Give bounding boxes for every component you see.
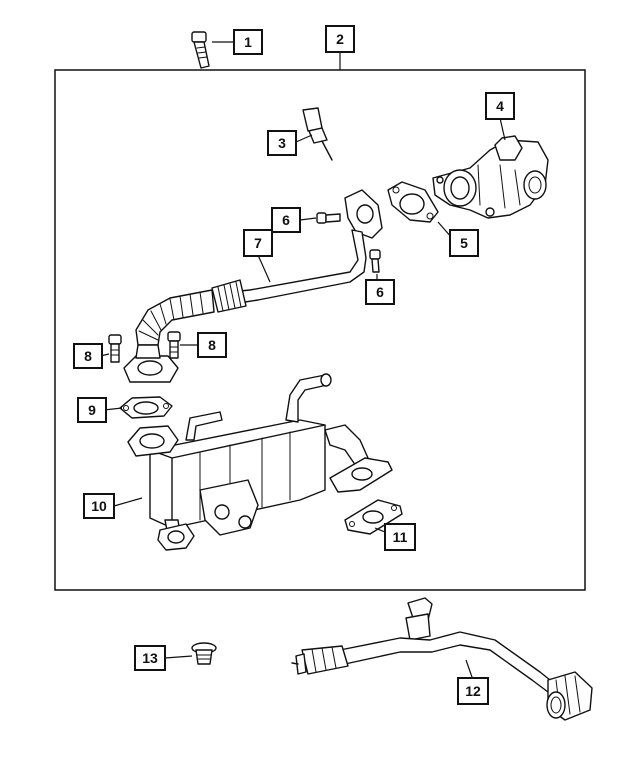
- callout-5-label: 5: [460, 235, 468, 251]
- callout-9-label: 9: [88, 402, 96, 418]
- callout-13: 13: [134, 645, 166, 671]
- callout-1: 1: [233, 29, 263, 55]
- coolant-tube-part-12: [291, 597, 593, 721]
- bolt-part-8-right: [167, 331, 181, 359]
- callout-7-label: 7: [254, 235, 262, 251]
- callout-9: 9: [77, 397, 107, 423]
- gasket-part-11: [344, 499, 403, 535]
- callout-11: 11: [384, 523, 416, 551]
- callout-12-label: 12: [465, 683, 481, 699]
- callout-4: 4: [485, 92, 515, 120]
- callout-6b: 6: [365, 279, 395, 305]
- callout-3-label: 3: [278, 135, 286, 151]
- gasket-part-9: [119, 396, 173, 419]
- callout-13-label: 13: [142, 650, 158, 666]
- callout-11-label: 11: [393, 529, 408, 545]
- bolt-part-1: [191, 31, 210, 69]
- callout-8b: 8: [197, 332, 227, 358]
- egr-tube-part-7: [123, 189, 383, 383]
- plug-part-13: [191, 642, 217, 665]
- bolt-part-6-upper: [316, 212, 341, 224]
- gasket-part-5: [387, 181, 439, 223]
- callout-7: 7: [243, 229, 273, 257]
- callout-8a-label: 8: [84, 348, 92, 364]
- callout-4-label: 4: [496, 98, 504, 114]
- egr-cooler-part-10: [127, 373, 393, 551]
- sensor-part-3: [302, 107, 333, 161]
- callout-8a: 8: [73, 343, 103, 369]
- callout-1-label: 1: [244, 34, 252, 50]
- callout-8b-label: 8: [208, 337, 216, 353]
- callout-5: 5: [449, 229, 479, 257]
- bolt-part-6-lower: [369, 249, 381, 273]
- callout-6b-label: 6: [376, 284, 384, 300]
- leader-lines: [99, 41, 506, 681]
- egr-valve-part-4: [432, 135, 549, 219]
- callout-10-label: 10: [91, 498, 107, 514]
- callout-2: 2: [325, 25, 355, 53]
- callout-12: 12: [457, 677, 489, 705]
- callout-2-label: 2: [336, 31, 344, 47]
- callout-6a: 6: [271, 207, 301, 233]
- assembly-frame: [54, 69, 586, 591]
- bolt-part-8-left: [108, 334, 122, 363]
- callout-10: 10: [83, 493, 115, 519]
- callout-6a-label: 6: [282, 212, 290, 228]
- callout-3: 3: [267, 130, 297, 156]
